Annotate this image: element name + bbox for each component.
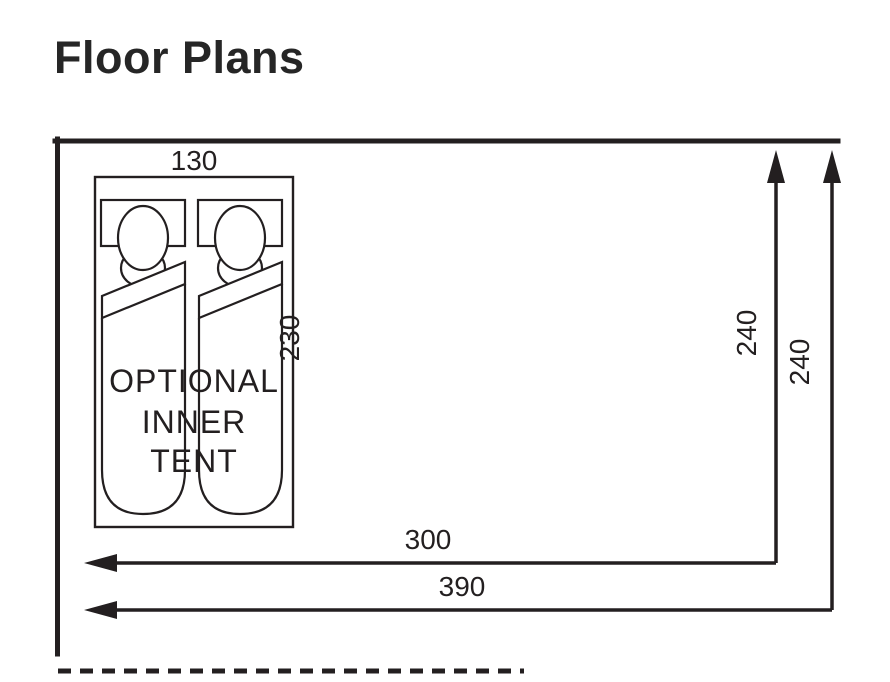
- person-head-left: [116, 204, 170, 272]
- inner-tent-width-label: 130: [171, 145, 218, 176]
- inner-tent-depth-label: 230: [274, 315, 305, 362]
- inner-tent-caption-line2: INNER: [142, 404, 247, 440]
- arrow-up-icon: [767, 150, 785, 183]
- person-head-right: [213, 204, 267, 272]
- sleeping-bag-flap-right: [197, 260, 284, 320]
- sleeping-bag-body-left: [100, 284, 187, 516]
- inner-tent-caption-line1: OPTIONAL: [109, 363, 279, 399]
- sleeping-bag-flap-left: [100, 260, 187, 320]
- page-title: Floor Plans: [54, 32, 305, 83]
- inner-depth-value: 240: [731, 310, 762, 357]
- sleeping-bag-right: [196, 198, 284, 516]
- arrow-left-icon: [84, 554, 117, 572]
- dimension-inner-width: 300: [84, 524, 776, 572]
- inner-tent-caption-line3: TENT: [150, 443, 238, 479]
- dimension-outer-depth: 240: [784, 150, 841, 610]
- outer-depth-value: 240: [784, 339, 815, 386]
- inner-width-value: 300: [405, 524, 452, 555]
- outer-width-value: 390: [439, 571, 486, 602]
- arrow-left-icon: [84, 601, 117, 619]
- dimension-inner-depth: 240: [731, 150, 785, 563]
- sleeping-bag-left: [99, 198, 187, 516]
- dimension-outer-width: 390: [84, 571, 832, 619]
- sleeping-bag-body-right: [197, 284, 284, 516]
- arrow-up-icon: [823, 150, 841, 183]
